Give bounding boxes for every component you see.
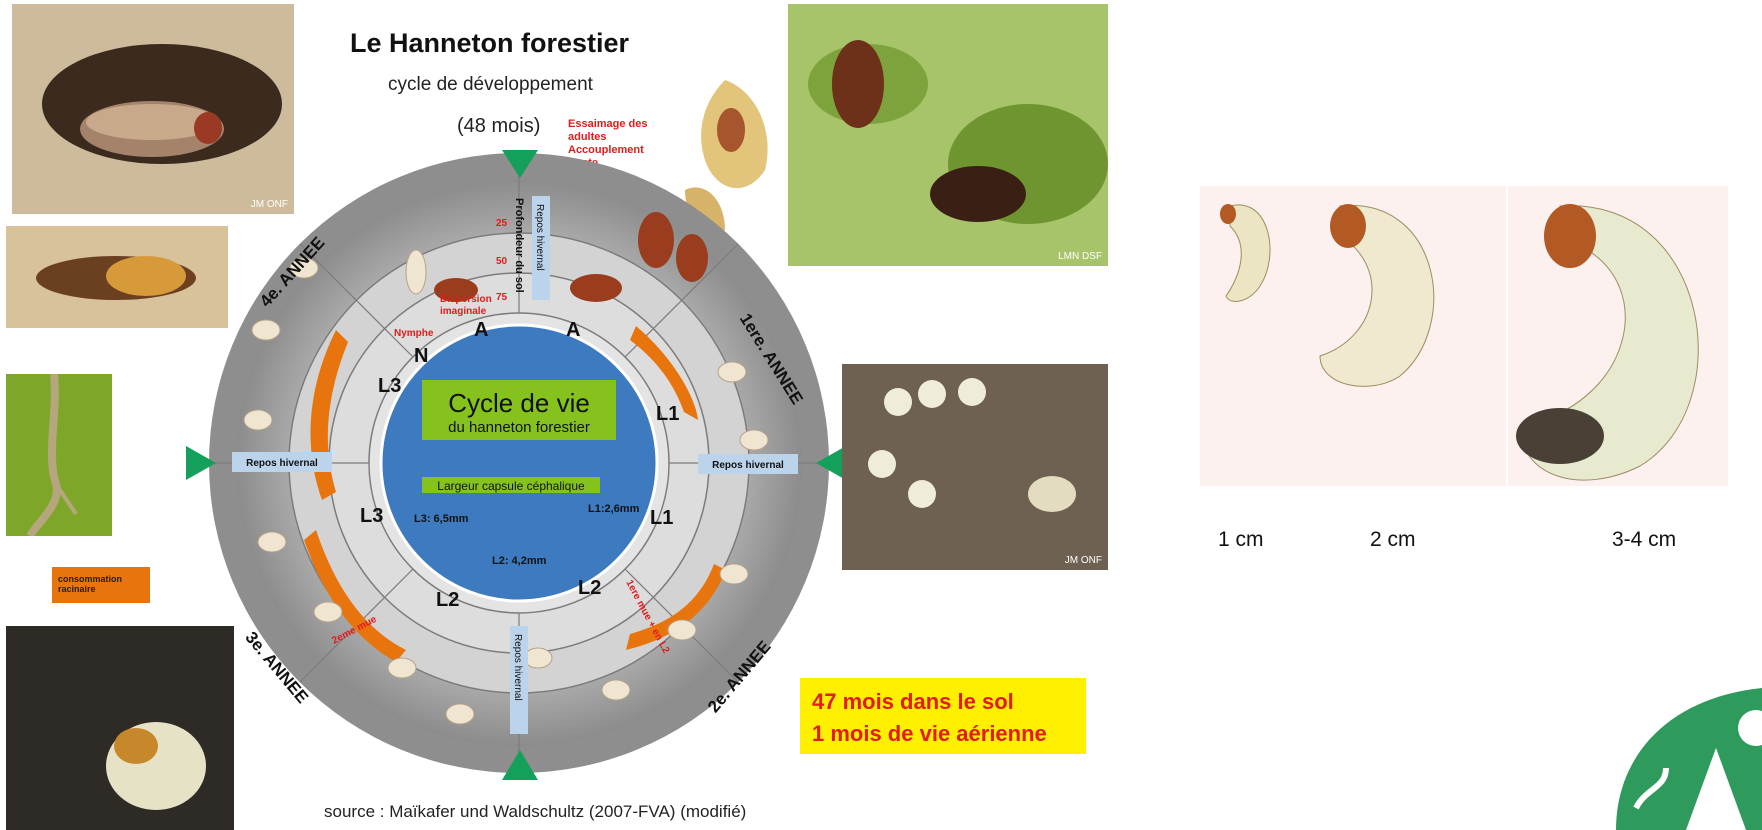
larva-large-tail: [1516, 408, 1604, 464]
page-subtitle: cycle de développement: [388, 74, 593, 96]
winter-rest-top: Repos hivernal: [534, 204, 545, 271]
air-soil-summary: 47 mois dans le sol 1 mois de vie aérien…: [800, 678, 1086, 754]
size-label-3: 3-4 cm: [1612, 528, 1676, 552]
size-label-2: 2 cm: [1370, 528, 1416, 552]
photo-credit: JM ONF: [1065, 555, 1102, 566]
cycle-duration: (48 mois): [457, 115, 540, 138]
stage-l3-lower: L3: [360, 505, 383, 527]
stage-l2-left: L2: [436, 589, 459, 611]
nymph-label: Nymphe: [394, 328, 434, 339]
swarming-note-line-2: adultes: [568, 131, 678, 144]
stage-l1-upper: L1: [656, 403, 679, 425]
larva-small-head: [1220, 204, 1236, 224]
larva-large-head: [1544, 204, 1596, 268]
dispersal-line-2: imaginale: [440, 306, 487, 317]
depth-axis-label: Profondeur du sol: [513, 198, 525, 293]
l3-width: L3: 6,5mm: [414, 513, 469, 525]
summary-line-2: 1 mois de vie aérienne: [812, 718, 1086, 750]
larva-size-illustrations: [1200, 186, 1760, 516]
eggs-larvae-image: [842, 364, 1108, 570]
source-citation: source : Maïkafer und Waldschultz (2007-…: [324, 802, 746, 822]
stage-n: N: [414, 345, 428, 367]
l2-width: L2: 4,2mm: [492, 555, 547, 567]
page-title: Le Hanneton forestier: [350, 28, 629, 59]
photo-eggs-larvae: JM ONF: [842, 364, 1108, 570]
swarming-note-line-1: Essaimage des: [568, 118, 678, 131]
winter-rest-right: Repos hivernal: [712, 460, 784, 471]
larva-medium-head: [1330, 204, 1366, 248]
depth-75: 75: [496, 292, 508, 303]
depth-25: 25: [496, 218, 508, 229]
root-consumption-line-2: racinaire: [58, 584, 150, 594]
leaf-a-logo-icon: [1606, 688, 1762, 830]
stage-l3-upper: L3: [378, 375, 401, 397]
center-title: Cycle de vie: [448, 388, 590, 418]
stage-l2-right: L2: [578, 577, 601, 599]
winter-rest-bottom: Repos hivernal: [512, 634, 523, 701]
size-label-1: 1 cm: [1218, 528, 1264, 552]
beetles-on-leaf-image: [788, 4, 1108, 266]
stage-l1-lower: L1: [650, 507, 673, 529]
depth-50: 50: [496, 256, 508, 267]
root-consumption-line-1: consommation: [58, 574, 150, 584]
root-image: [6, 374, 112, 536]
capsule-label: Largeur capsule céphalique: [437, 479, 585, 493]
stage-a-right: A: [566, 319, 580, 341]
photo-credit: LMN DSF: [1058, 251, 1102, 262]
winter-rest-left: Repos hivernal: [246, 458, 318, 469]
photo-beetles-on-leaf: LMN DSF: [788, 4, 1108, 266]
photo-root: [6, 374, 112, 536]
stage-a-left: A: [474, 319, 488, 341]
dispersal-line-1: Dispersion: [440, 294, 492, 305]
l1-width: L1:2,6mm: [588, 503, 640, 515]
center-subtitle: du hanneton forestier: [448, 419, 590, 436]
root-consumption-label: consommation racinaire: [52, 567, 150, 603]
summary-line-1: 47 mois dans le sol: [812, 686, 1086, 718]
